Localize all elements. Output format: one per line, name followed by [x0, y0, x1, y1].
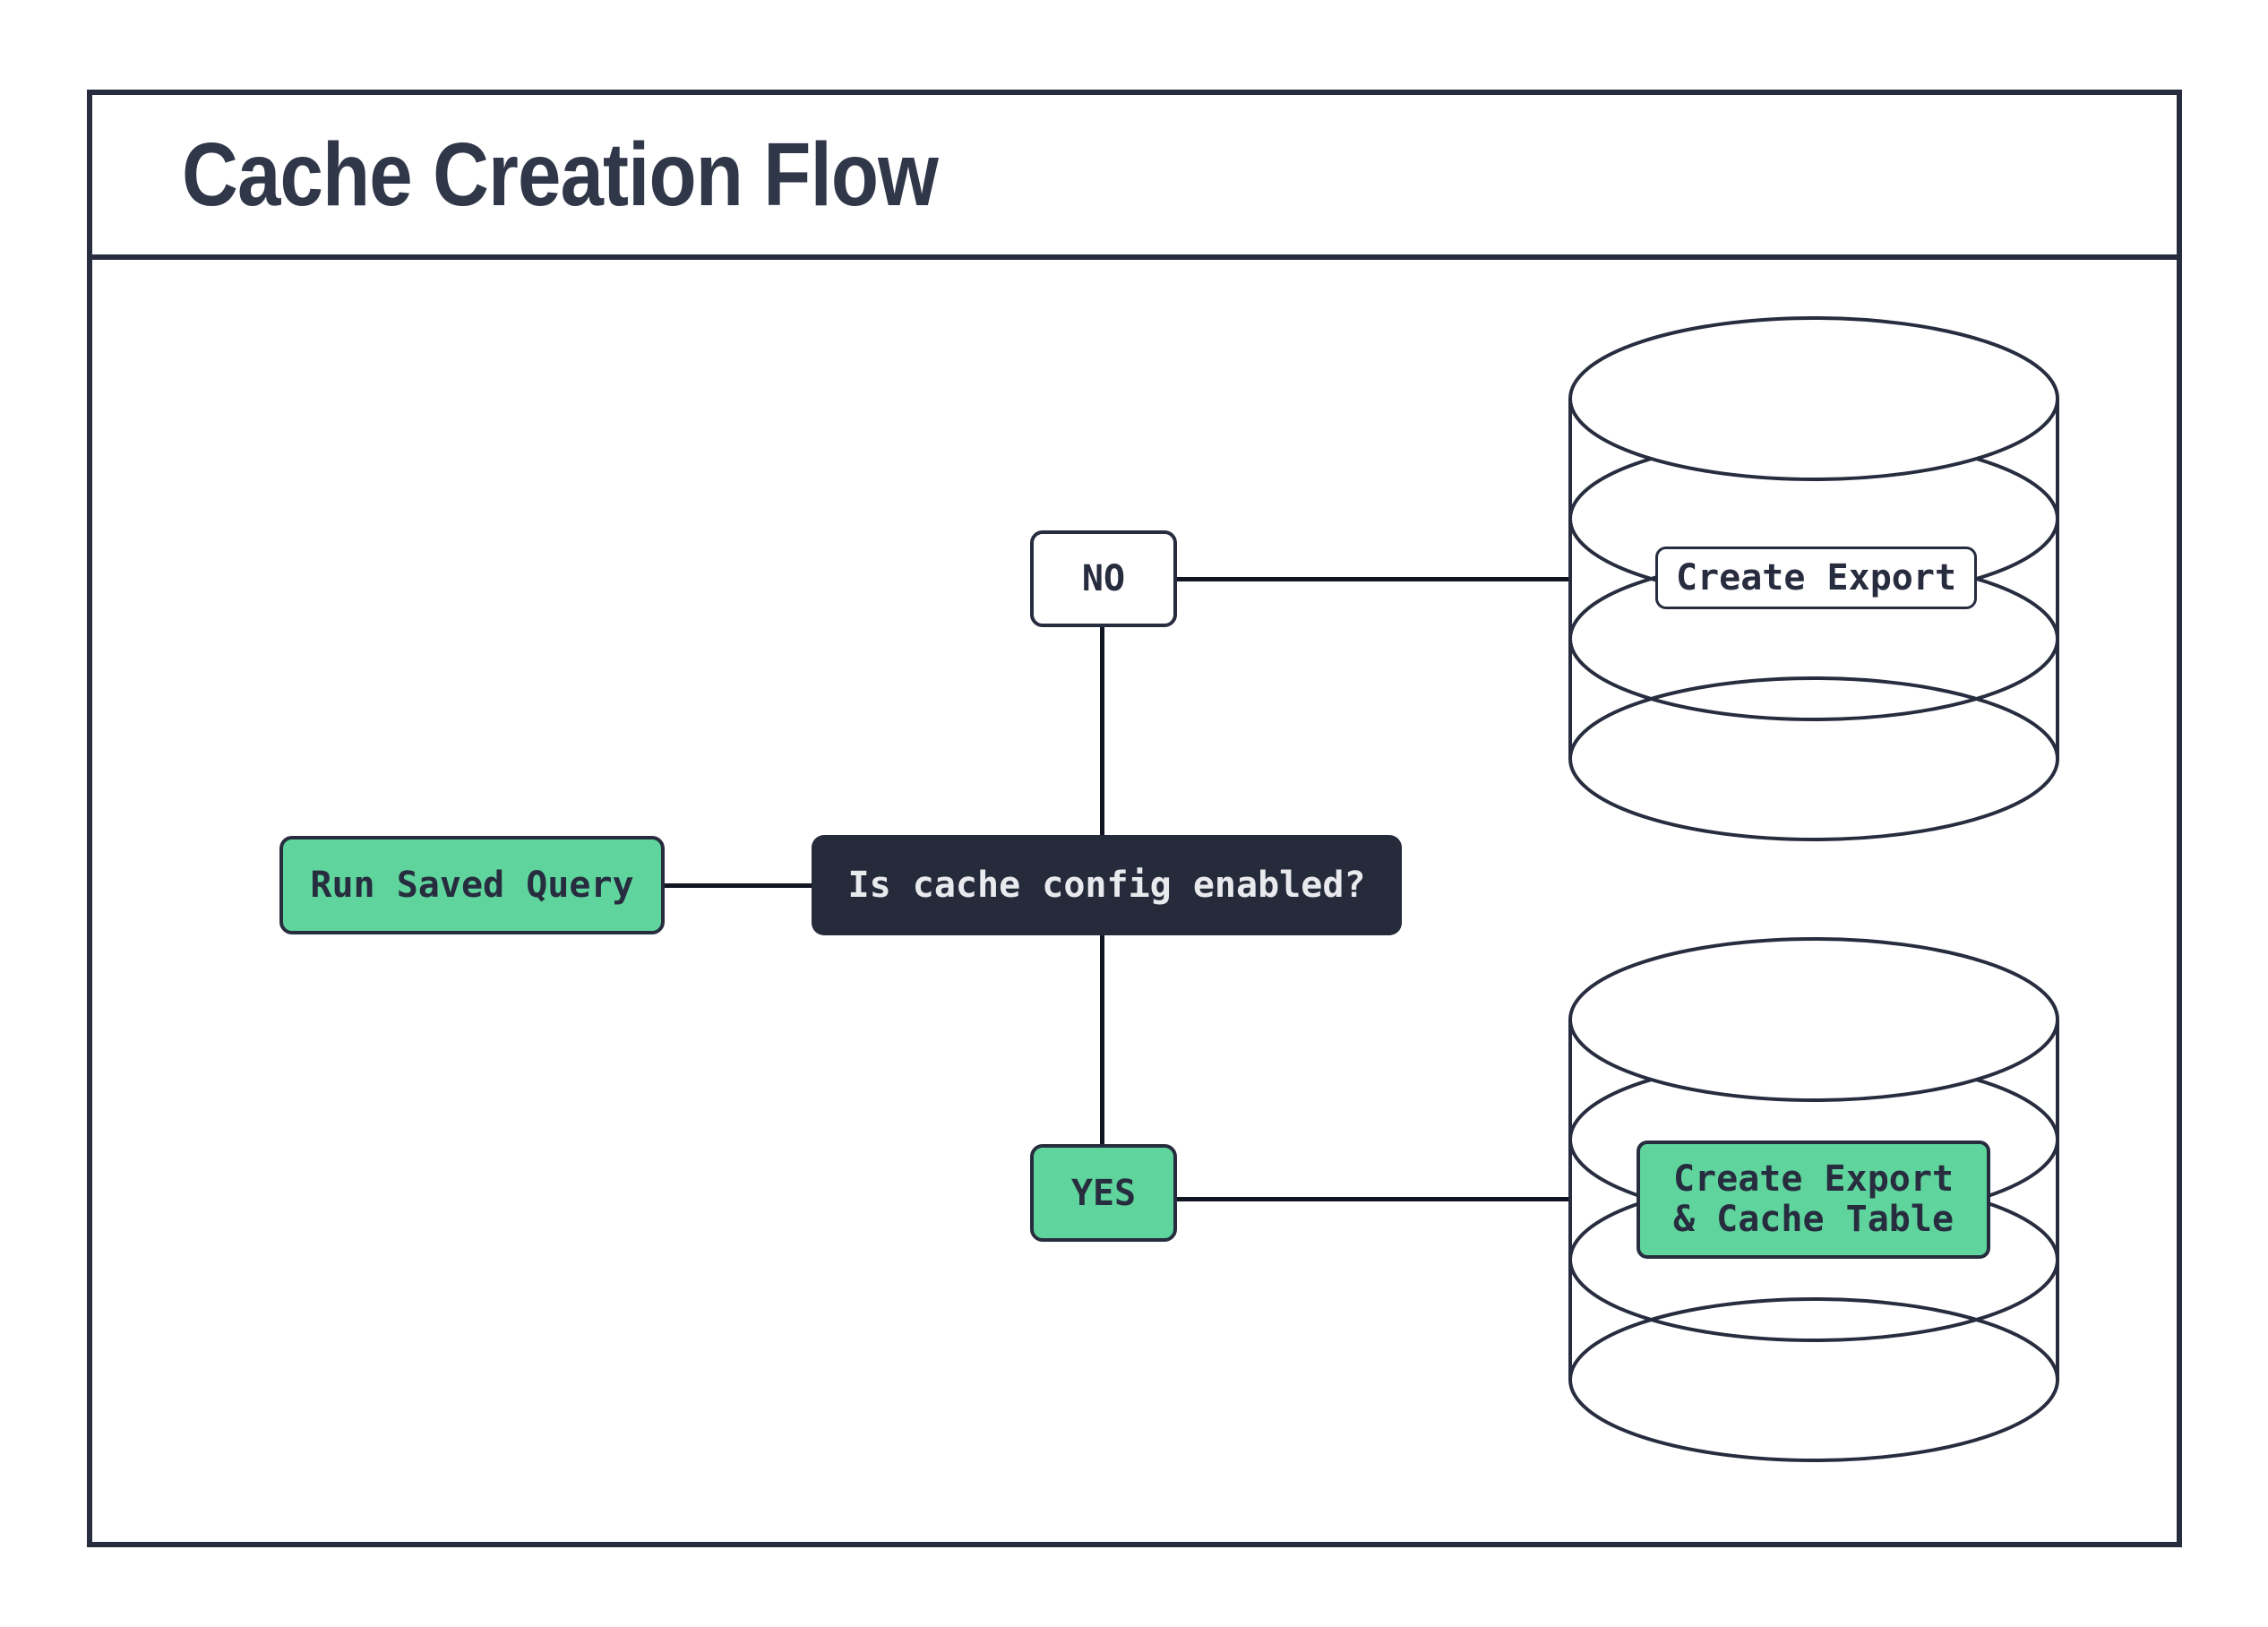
node-create-export: Create Export	[1655, 547, 1977, 609]
node-run-saved-query: Run Saved Query	[279, 836, 665, 934]
diagram-title-bar: Cache Creation Flow	[87, 90, 2182, 260]
connector-decision-to-yes	[1100, 935, 1104, 1144]
node-branch-yes: YES	[1030, 1144, 1177, 1242]
connector-yes-to-cache-db	[1177, 1197, 1571, 1201]
node-label-line1: Create Export	[1672, 1158, 1954, 1200]
node-label: YES	[1070, 1172, 1137, 1214]
connector-decision-to-no	[1100, 627, 1104, 835]
node-create-export-cache-table: Create Export & Cache Table	[1637, 1141, 1990, 1259]
node-label: NO	[1081, 558, 1126, 599]
node-label: Run Saved Query	[310, 865, 634, 906]
node-decision-cache-config: Is cache config enabled?	[812, 835, 1402, 935]
connector-no-to-export-db	[1177, 577, 1571, 581]
connector-start-to-decision	[665, 883, 812, 888]
node-branch-no: NO	[1030, 530, 1177, 627]
page-title: Cache Creation Flow	[182, 124, 939, 225]
node-label: Create Export	[1675, 557, 1957, 598]
node-label-line2: & Cache Table	[1672, 1199, 1954, 1240]
node-label: Is cache config enabled?	[847, 865, 1366, 906]
